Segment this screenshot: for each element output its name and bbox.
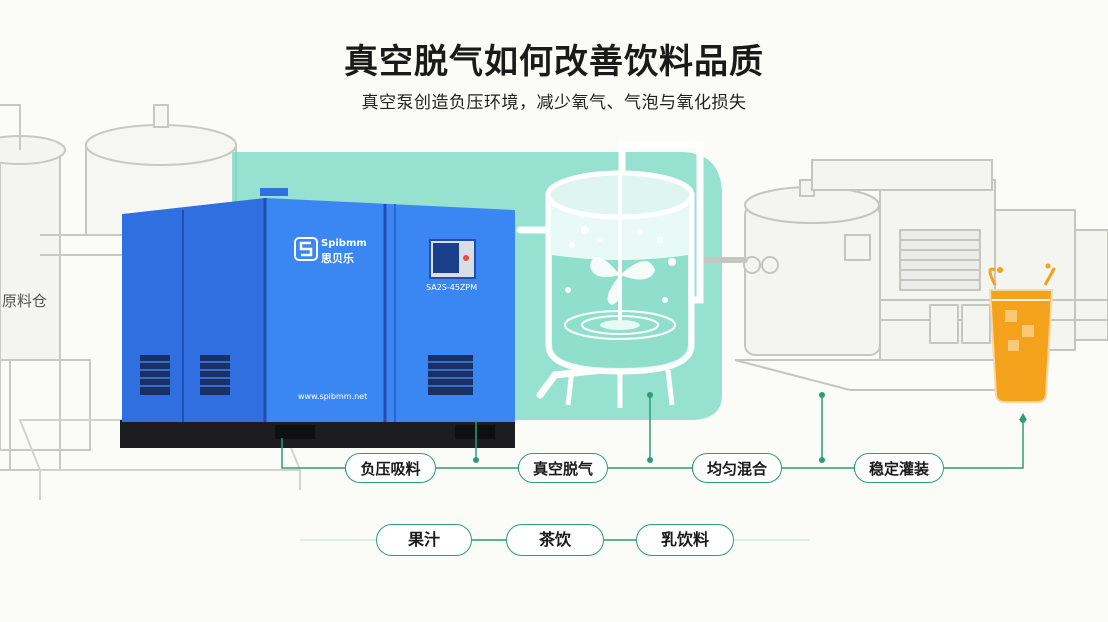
juice-glass <box>988 263 1056 403</box>
raw-material-silo-label: 原料仓 <box>2 292 48 310</box>
application-tea-drink: 茶饮 <box>506 524 604 556</box>
process-step-degassing: 真空脱气 <box>518 453 608 483</box>
machine-website: www.spibmm.net <box>298 392 368 401</box>
process-step-suction: 负压吸料 <box>345 453 436 483</box>
application-milk-drink: 乳饮料 <box>636 524 734 556</box>
process-step-filling: 稳定灌装 <box>854 453 944 483</box>
filling-line <box>734 159 1108 391</box>
page-subtitle: 真空泵创造负压环境，减少氧气、气泡与氧化损失 <box>361 93 747 113</box>
machine-brand-en: Spibmm <box>321 238 367 249</box>
process-connectors <box>281 395 1024 469</box>
machine-model: SA2S-45ZPM <box>426 283 478 292</box>
application-juice: 果汁 <box>376 524 472 556</box>
machine-brand-cn: 思贝乐 <box>321 252 354 265</box>
mixing-tank <box>545 170 695 408</box>
page-title: 真空脱气如何改善饮料品质 <box>344 42 764 82</box>
process-step-mixing: 均匀混合 <box>692 453 782 483</box>
brand-logo-icon <box>294 237 318 261</box>
vacuum-pump-machine <box>120 188 515 448</box>
